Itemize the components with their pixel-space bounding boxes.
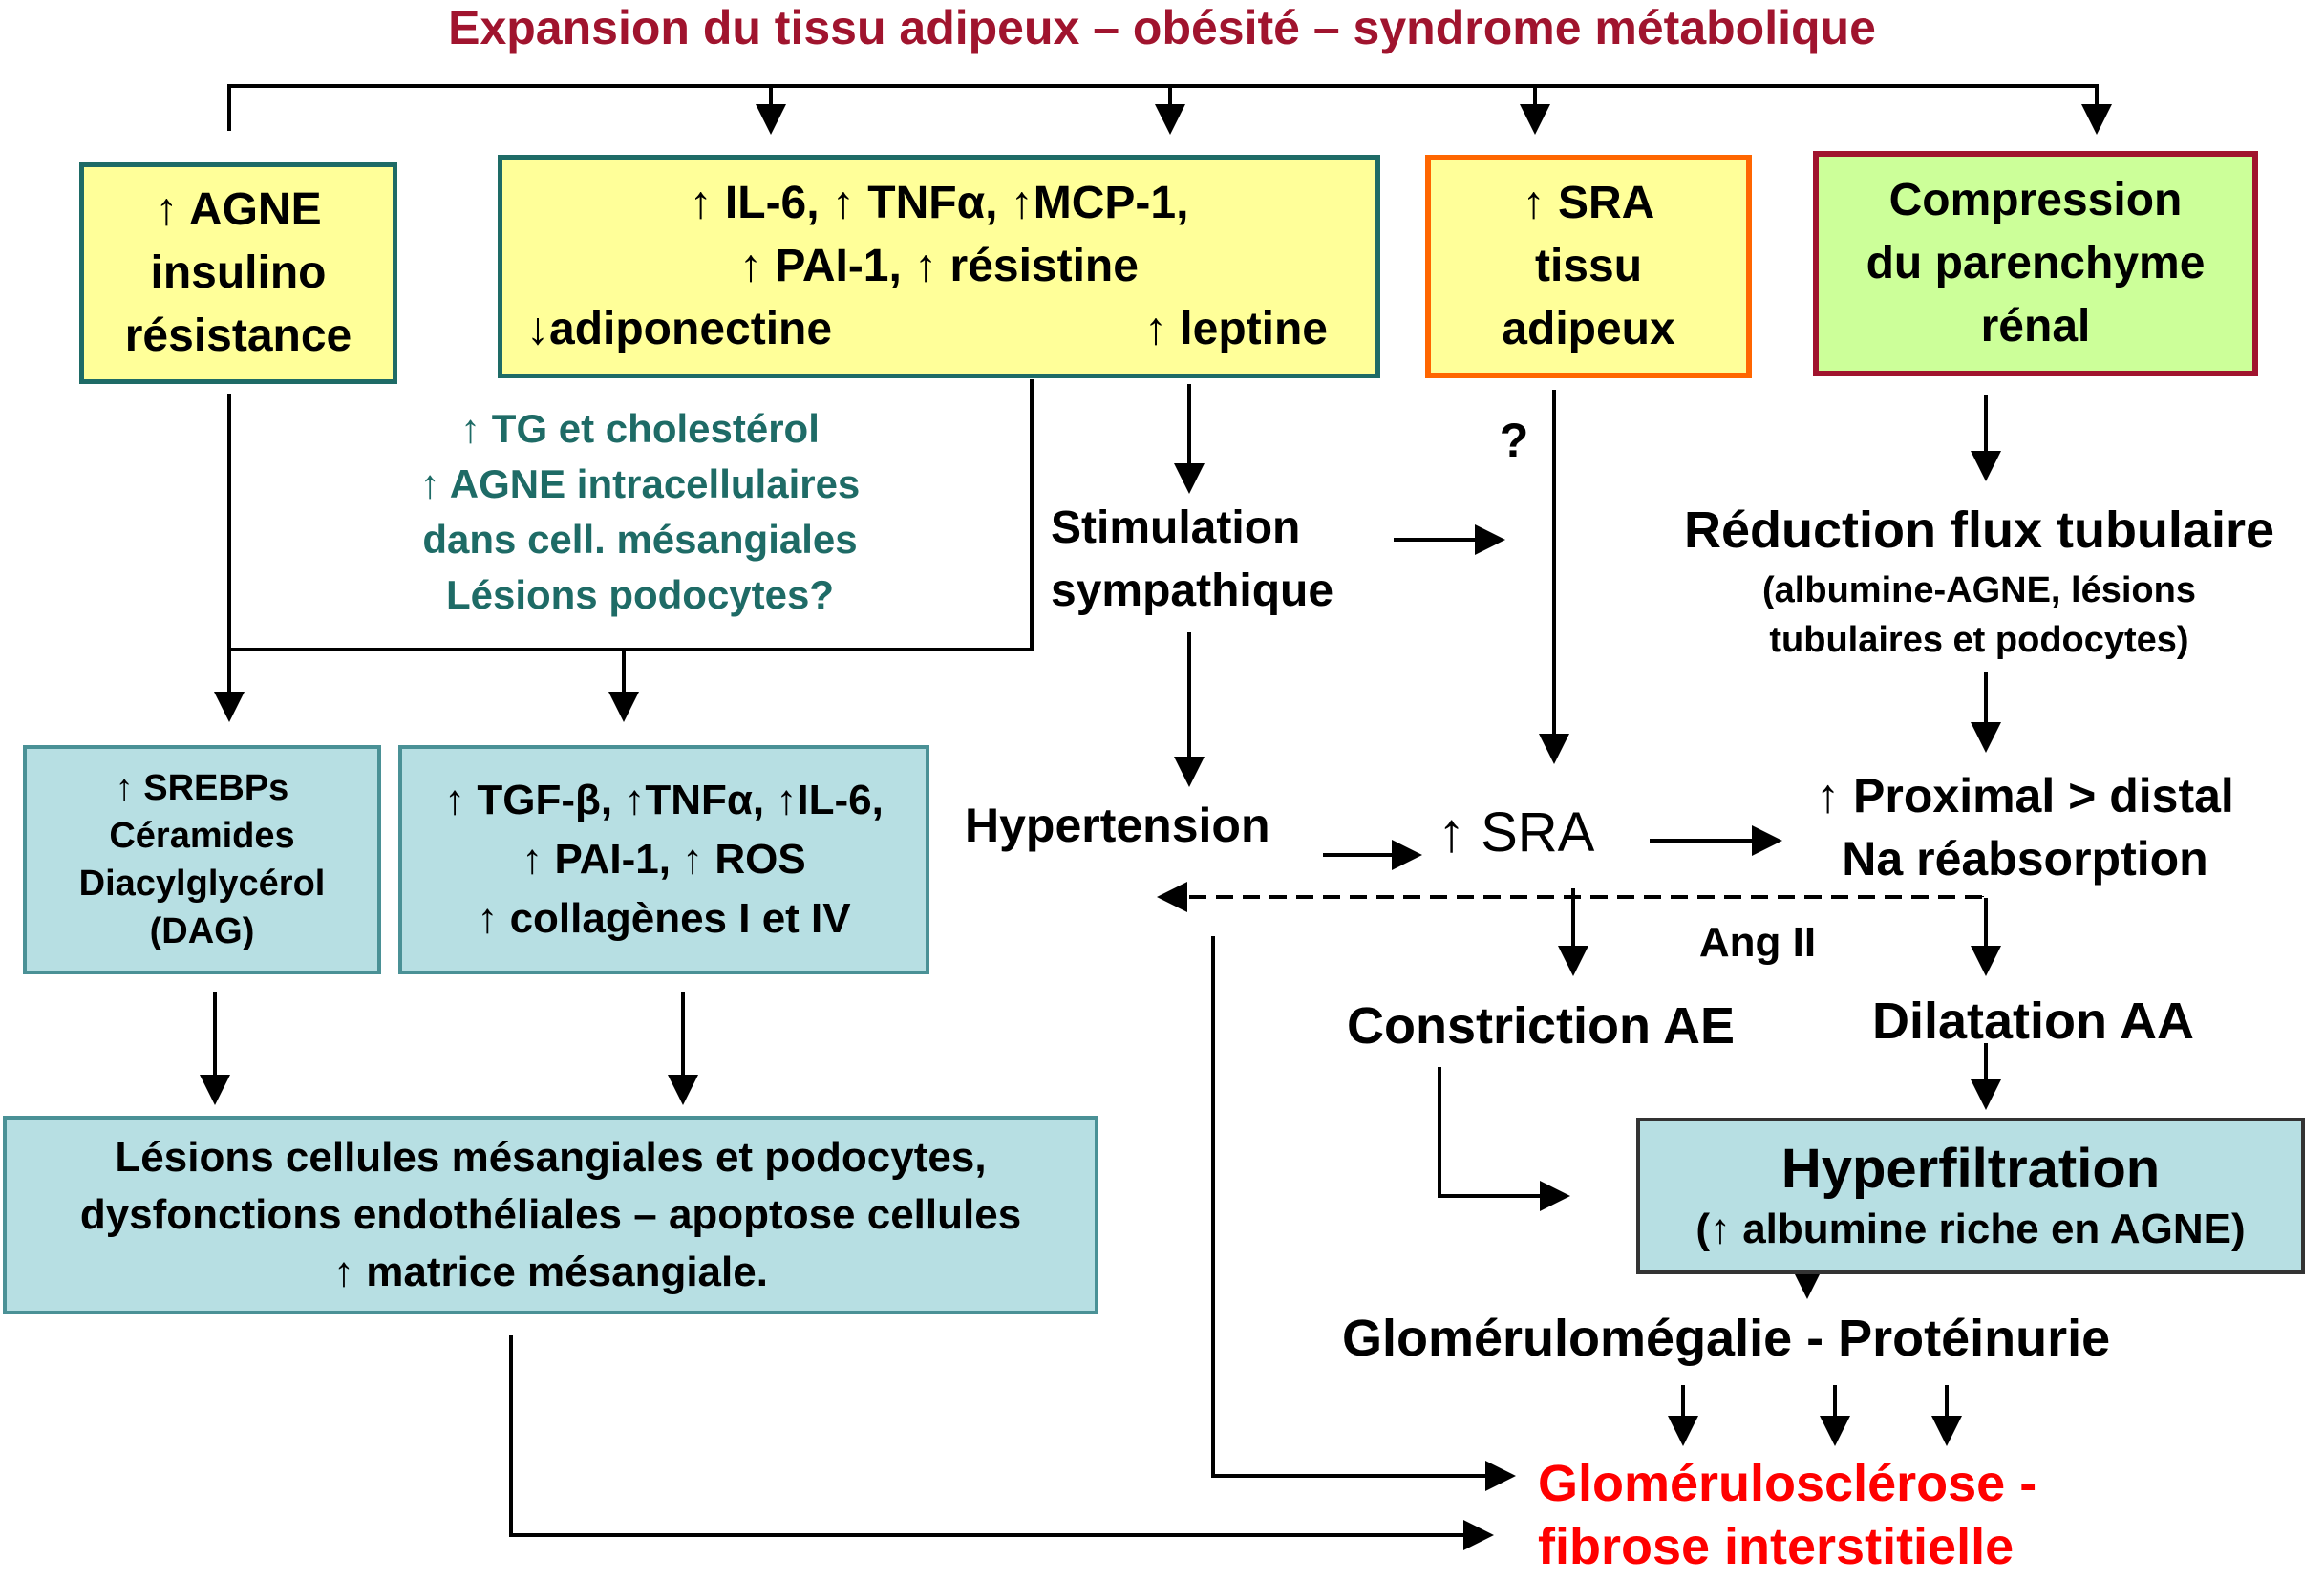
- constriction-ae-label: Constriction AE: [1347, 997, 1736, 1055]
- box-compression-line: rénal: [1980, 301, 2091, 352]
- proximal-distal-label: ↑ Proximal > distal Na réabsorption: [1786, 764, 2264, 890]
- hypertension-label: Hypertension: [965, 799, 1270, 852]
- arrow-hypertension-sclerose: [1211, 936, 1516, 1491]
- srebps-line: ↑ SREBPs: [115, 768, 289, 808]
- proximal-line: Na réabsorption: [1842, 832, 2208, 886]
- diagram-title: Expansion du tissu adipeux – obésité – s…: [448, 1, 1876, 54]
- box-agne-line: résistance: [124, 310, 352, 361]
- reduction-sub-line: (albumine-AGNE, lésions: [1762, 570, 2196, 610]
- box-cytokines-line: ↑ PAI-1, ↑ résistine: [739, 241, 1139, 291]
- hyperfiltration-subtitle: (↑ albumine riche en AGNE): [1695, 1206, 2246, 1252]
- lesions-line: ↑ matrice mésangiale.: [333, 1249, 768, 1295]
- box-cytokines-line: ↑ IL-6, ↑ TNFα, ↑MCP-1,: [689, 178, 1189, 228]
- srebps-line: Céramides: [109, 816, 295, 856]
- srebps-line: (DAG): [149, 911, 255, 951]
- stimulation-line: Stimulation: [1051, 502, 1301, 553]
- lipid-line: dans cell. mésangiales: [422, 517, 858, 562]
- glomerulosclerose-line: Glomérulosclérose -: [1538, 1455, 2037, 1512]
- dilatation-aa-label: Dilatation AA: [1872, 993, 2194, 1050]
- lipid-line: ↑ TG et cholestérol: [460, 406, 820, 451]
- box-compression-line: du parenchyme: [1866, 238, 2206, 288]
- sra-label: ↑ SRA: [1438, 801, 1595, 864]
- lipid-line: ↑ AGNE intracellulaires: [419, 461, 861, 506]
- box-compression: Compression du parenchyme rénal: [1813, 151, 2258, 376]
- question-mark: ?: [1499, 414, 1529, 467]
- tgf-line: ↑ collagènes I et IV: [477, 895, 851, 942]
- lipid-line: Lésions podocytes?: [445, 572, 835, 617]
- box-compression-line: Compression: [1888, 175, 2183, 225]
- box-tgf-beta: ↑ TGF-β, ↑TNFα, ↑IL-6, ↑ PAI-1, ↑ ROS ↑ …: [398, 745, 929, 974]
- box-sra-tissu-adipeux: ↑ SRA tissu adipeux: [1425, 155, 1752, 378]
- lesions-line: Lésions cellules mésangiales et podocyte…: [115, 1134, 987, 1181]
- reduction-flux-tubulaire: Réduction flux tubulaire: [1683, 502, 2275, 559]
- glomerulosclerose-line: fibrose interstitielle: [1538, 1518, 2015, 1575]
- box-sra-line: tissu: [1534, 241, 1643, 291]
- lesions-line: dysfonctions endothéliales – apoptose ce…: [79, 1191, 1022, 1238]
- ang-ii-label: Ang II: [1698, 919, 1817, 966]
- top-distribution-line: [227, 84, 2112, 135]
- hyperfiltration-title: Hyperfiltration: [1780, 1138, 2161, 1200]
- box-cytokines-line-last: ↓adiponectine ↑ leptine: [502, 298, 1375, 361]
- box-lesions: Lésions cellules mésangiales et podocyte…: [3, 1116, 1098, 1314]
- srebps-line: Diacylglycérol: [78, 864, 326, 904]
- stimulation-line: sympathique: [1051, 566, 1334, 616]
- leptine-label: ↑ leptine: [1143, 304, 1328, 354]
- reduction-sub-line: tubulaires et podocytes): [1769, 620, 2189, 660]
- lipid-effects-text: ↑ TG et cholestérol ↑ AGNE intracellulai…: [363, 401, 917, 623]
- box-sra-line: ↑ SRA: [1522, 178, 1655, 228]
- stimulation-sympathique: Stimulation sympathique: [1051, 497, 1395, 623]
- glomerulosclerose-label: Glomérulosclérose - fibrose interstitiel…: [1538, 1452, 2302, 1578]
- arrow-lesions-sclerose: [509, 1335, 1494, 1550]
- box-agne-insulino: ↑ AGNE insulino résistance: [79, 162, 397, 384]
- left-merge-line: [227, 379, 1034, 651]
- box-agne-line: ↑ AGNE: [155, 184, 322, 235]
- box-sra-line: adipeux: [1502, 304, 1675, 354]
- arrow-constriction-hyperfiltration: [1438, 1067, 1570, 1211]
- proximal-line: ↑ Proximal > distal: [1816, 769, 2234, 822]
- reduction-flux-subtext: (albumine-AGNE, lésions tubulaires et po…: [1635, 566, 2323, 665]
- box-hyperfiltration: Hyperfiltration (↑ albumine riche en AGN…: [1636, 1118, 2305, 1274]
- adiponectine-label: ↓adiponectine: [526, 304, 833, 354]
- box-srebps: ↑ SREBPs Céramides Diacylglycérol (DAG): [23, 745, 381, 974]
- tgf-line: ↑ TGF-β, ↑TNFα, ↑IL-6,: [444, 777, 884, 823]
- box-cytokines: ↑ IL-6, ↑ TNFα, ↑MCP-1, ↑ PAI-1, ↑ résis…: [498, 155, 1380, 378]
- tgf-line: ↑ PAI-1, ↑ ROS: [522, 836, 806, 883]
- glomerulomegalie-label: Glomérulomégalie - Protéinurie: [1342, 1310, 2111, 1367]
- box-agne-line: insulino: [150, 247, 327, 298]
